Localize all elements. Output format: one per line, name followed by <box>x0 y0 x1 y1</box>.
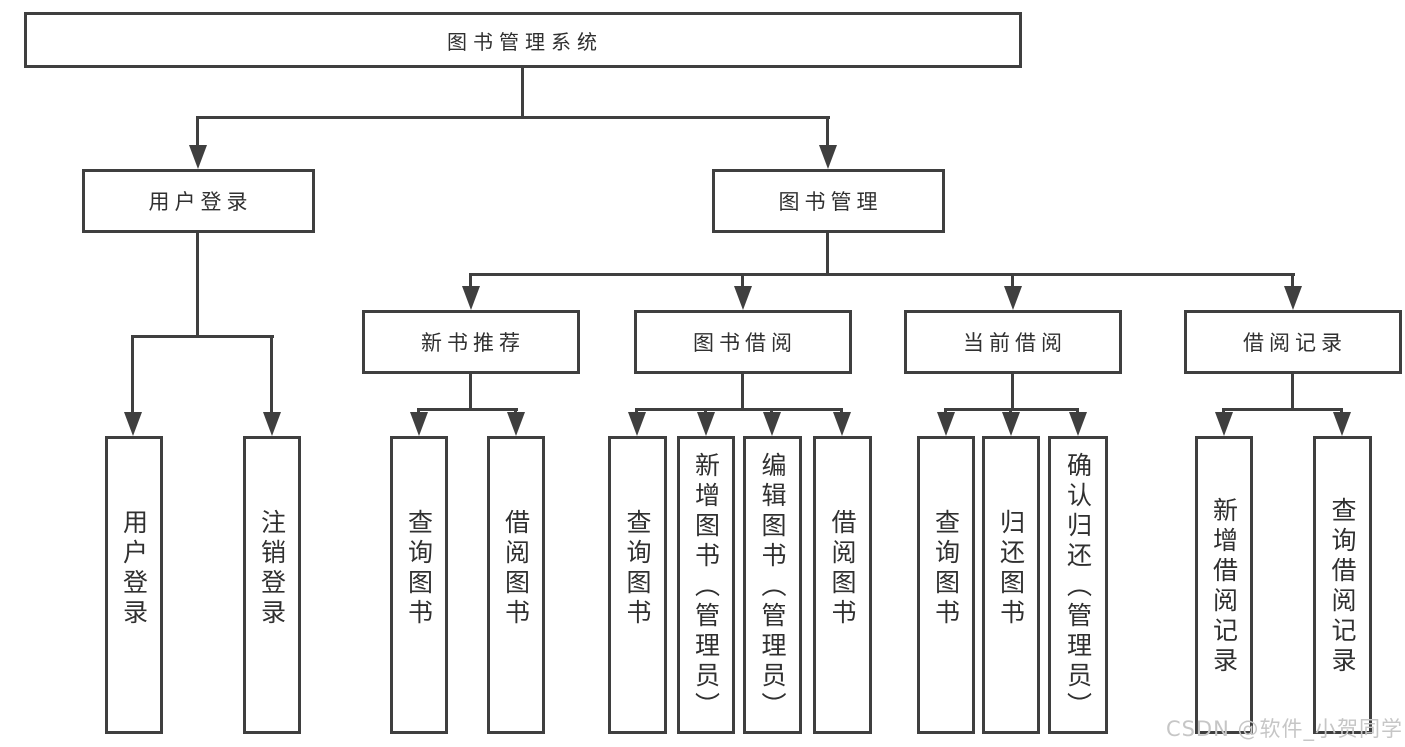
connector-new-book-rail <box>417 408 518 411</box>
arrowhead-book-borrow <box>734 286 752 310</box>
connector-level2-rail <box>196 116 830 119</box>
leaf-nb-borrow-books: 借阅图书 <box>487 436 545 734</box>
connector-current-borrow-stem <box>1011 374 1014 408</box>
leaf-nb-borrow-books-label: 借阅图书 <box>501 509 531 629</box>
leaf-user-login-label: 用户登录 <box>119 509 149 629</box>
node-system-root: 图书管理系统 <box>24 12 1022 68</box>
leaf-bb-edit-books-admin-label: 编辑图书（管理员） <box>758 452 787 722</box>
arrowhead-borrow-records <box>1284 286 1302 310</box>
arrowhead-user-login <box>189 145 207 169</box>
node-book-mgmt: 图书管理 <box>712 169 945 233</box>
leaf-bb-query-books: 查询图书 <box>608 436 667 734</box>
leaf-logout-label: 注销登录 <box>257 509 287 629</box>
connector-user-login-stem <box>196 233 199 335</box>
leaf-user-login: 用户登录 <box>105 436 163 734</box>
arrowhead-current-borrow <box>1004 286 1022 310</box>
csdn-watermark: CSDN @软件_小贺同学 <box>1165 717 1403 741</box>
leaf-br-add-record-label: 新增借阅记录 <box>1209 497 1239 677</box>
node-borrow-records-label: 借阅记录 <box>1243 331 1347 355</box>
connector-drop-user-login <box>196 116 199 146</box>
node-book-borrow-label: 图书借阅 <box>693 331 797 355</box>
connector-borrow-records-stem <box>1291 374 1294 408</box>
connector-drop-borrow-records <box>1291 273 1294 289</box>
leaf-nb-query-books-label: 查询图书 <box>404 509 434 629</box>
leaf-cb-query-books: 查询图书 <box>917 436 975 734</box>
arrowhead-leaf <box>1069 412 1087 436</box>
connector-new-book-stem <box>469 374 472 408</box>
node-current-borrow: 当前借阅 <box>904 310 1122 374</box>
node-new-book-rec-label: 新书推荐 <box>421 331 525 355</box>
leaf-bb-edit-books-admin: 编辑图书（管理员） <box>743 436 802 734</box>
node-current-borrow-label: 当前借阅 <box>963 331 1067 355</box>
leaf-cb-confirm-return-admin: 确认归还（管理员） <box>1048 436 1108 734</box>
arrowhead-login-leaf <box>124 412 142 436</box>
node-new-book-rec: 新书推荐 <box>362 310 580 374</box>
node-book-mgmt-label: 图书管理 <box>778 190 883 214</box>
node-book-borrow: 图书借阅 <box>634 310 852 374</box>
node-borrow-records: 借阅记录 <box>1184 310 1402 374</box>
connector-drop-new-book <box>469 273 472 289</box>
leaf-bb-borrow-books-label: 借阅图书 <box>828 509 857 629</box>
arrowhead-book-mgmt <box>819 145 837 169</box>
arrowhead-leaf <box>628 412 646 436</box>
arrowhead-leaf <box>410 412 428 436</box>
arrowhead-leaf <box>763 412 781 436</box>
arrowhead-leaf <box>507 412 525 436</box>
connector-level3-rail <box>469 273 1295 276</box>
leaf-bb-borrow-books: 借阅图书 <box>813 436 872 734</box>
leaf-br-add-record: 新增借阅记录 <box>1195 436 1253 734</box>
leaf-bb-add-books-admin: 新增图书（管理员） <box>677 436 735 734</box>
node-user-login: 用户登录 <box>82 169 315 233</box>
connector-drop-login-leaf <box>131 335 134 412</box>
leaf-cb-query-books-label: 查询图书 <box>931 509 961 629</box>
connector-drop-book-borrow <box>741 273 744 289</box>
connector-root-stem <box>521 68 524 116</box>
arrowhead-leaf <box>1002 412 1020 436</box>
connector-user-login-rail <box>131 335 274 338</box>
connector-drop-current-borrow <box>1011 273 1014 289</box>
leaf-br-query-record-label: 查询借阅记录 <box>1328 497 1357 677</box>
connector-borrow-records-rail <box>1222 408 1343 411</box>
leaf-bb-query-books-label: 查询图书 <box>623 509 652 629</box>
connector-book-borrow-rail <box>635 408 843 411</box>
leaf-logout: 注销登录 <box>243 436 301 734</box>
arrowhead-logout-leaf <box>263 412 281 436</box>
leaf-cb-confirm-return-admin-label: 确认归还（管理员） <box>1063 452 1093 722</box>
connector-drop-logout-leaf <box>270 335 273 412</box>
leaf-bb-add-books-admin-label: 新增图书（管理员） <box>691 452 721 722</box>
arrowhead-leaf <box>1333 412 1351 436</box>
connector-book-borrow-stem <box>741 374 744 408</box>
arrowhead-leaf <box>937 412 955 436</box>
node-system-root-label: 图书管理系统 <box>447 29 603 54</box>
connector-drop-book-mgmt <box>826 116 829 146</box>
leaf-cb-return-books-label: 归还图书 <box>996 509 1026 629</box>
node-user-login-label: 用户登录 <box>148 190 253 214</box>
connector-book-mgmt-stem <box>826 233 829 273</box>
leaf-br-query-record: 查询借阅记录 <box>1313 436 1372 734</box>
arrowhead-leaf <box>1215 412 1233 436</box>
arrowhead-new-book <box>462 286 480 310</box>
leaf-cb-return-books: 归还图书 <box>982 436 1040 734</box>
arrowhead-leaf <box>697 412 715 436</box>
arrowhead-leaf <box>833 412 851 436</box>
leaf-nb-query-books: 查询图书 <box>390 436 448 734</box>
